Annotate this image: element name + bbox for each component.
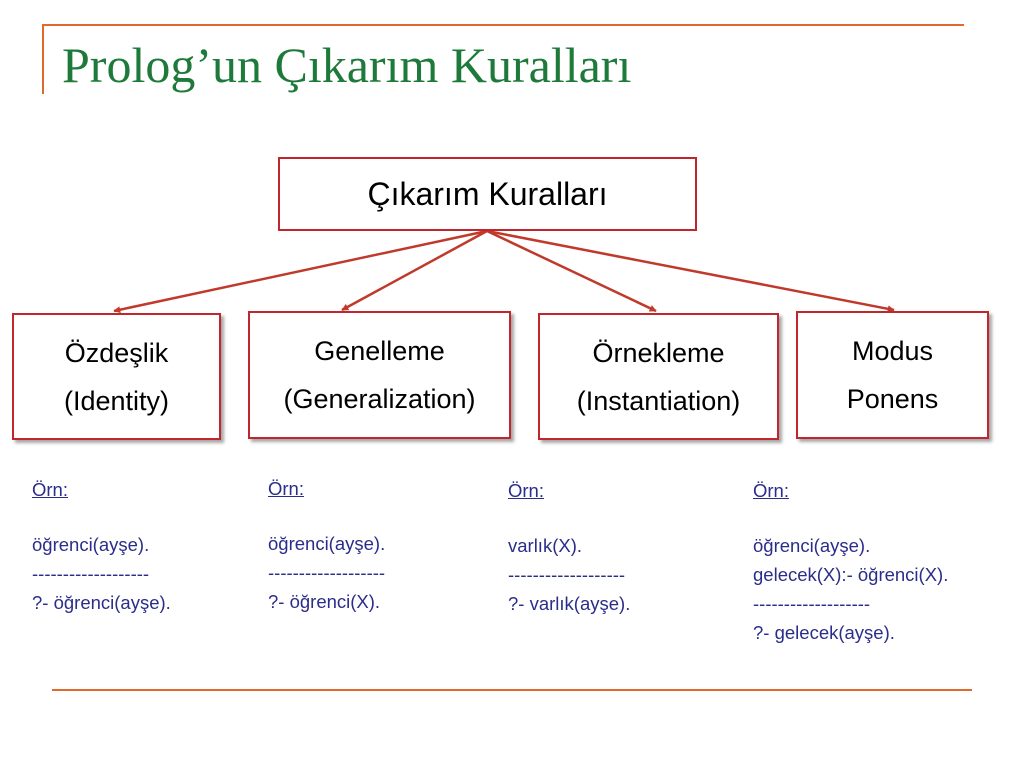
slide-title: Prolog’un Çıkarım Kuralları bbox=[62, 37, 632, 93]
example-query: ?- varlık(ayşe). bbox=[508, 593, 631, 614]
node-generalization-title: Genelleme bbox=[314, 336, 445, 366]
node-instantiation-title: Örnekleme bbox=[592, 337, 725, 368]
node-modus-ponens-title: Modus bbox=[851, 336, 934, 366]
node-identity-title: Özdeşlik bbox=[64, 337, 169, 368]
node-generalization: Genelleme (Generalization) bbox=[248, 311, 511, 439]
example-line: öğrenci(ayşe). bbox=[753, 535, 871, 556]
example-line: varlık(X). bbox=[508, 535, 582, 556]
bottom-accent-line bbox=[52, 689, 972, 691]
node-identity-subtitle: (Identity) bbox=[63, 385, 170, 416]
node-instantiation-subtitle: (Instantiation) bbox=[576, 385, 741, 416]
example-query: ?- öğrenci(X). bbox=[268, 591, 381, 612]
node-modus-ponens-subtitle: Ponens bbox=[846, 384, 939, 414]
example-label: Örn: bbox=[508, 480, 544, 501]
example-label: Örn: bbox=[753, 480, 789, 501]
example-line: öğrenci(ayşe). bbox=[268, 533, 386, 554]
example-query: ?- gelecek(ayşe). bbox=[753, 622, 895, 643]
node-instantiation: Örnekleme (Instantiation) bbox=[538, 313, 779, 440]
example-line: öğrenci(ayşe). bbox=[32, 534, 150, 555]
example-label: Örn: bbox=[32, 479, 68, 500]
left-accent-line bbox=[42, 24, 44, 94]
example-query: ?- öğrenci(ayşe). bbox=[32, 592, 171, 613]
example-divider: ------------------- bbox=[268, 562, 386, 583]
root-node-label: Çıkarım Kuralları bbox=[367, 175, 608, 212]
node-modus-ponens: Modus Ponens bbox=[796, 311, 989, 439]
example-divider: ------------------- bbox=[753, 593, 871, 614]
example-modus-ponens: Örn: öğrenci(ayşe). gelecek(X):- öğrenci… bbox=[753, 476, 948, 647]
example-rule: gelecek(X):- öğrenci(X). bbox=[753, 564, 949, 585]
example-identity: Örn: öğrenci(ayşe). ------------------- … bbox=[32, 475, 171, 617]
example-generalization: Örn: öğrenci(ayşe). ------------------- … bbox=[268, 474, 385, 616]
example-label: Örn: bbox=[268, 478, 304, 499]
top-accent-line bbox=[42, 24, 964, 26]
node-generalization-subtitle: (Generalization) bbox=[283, 384, 476, 414]
example-divider: ------------------- bbox=[508, 564, 626, 585]
example-divider: ------------------- bbox=[32, 563, 150, 584]
root-node: Çıkarım Kuralları bbox=[278, 157, 697, 231]
node-identity: Özdeşlik (Identity) bbox=[12, 313, 221, 440]
arrow-to-identity bbox=[113, 229, 488, 314]
arrow-to-generalization bbox=[341, 229, 488, 312]
arrow-to-instantiation bbox=[486, 229, 657, 313]
arrow-to-modus-ponens bbox=[486, 229, 895, 313]
example-instantiation: Örn: varlık(X). ------------------- ?- v… bbox=[508, 476, 630, 618]
